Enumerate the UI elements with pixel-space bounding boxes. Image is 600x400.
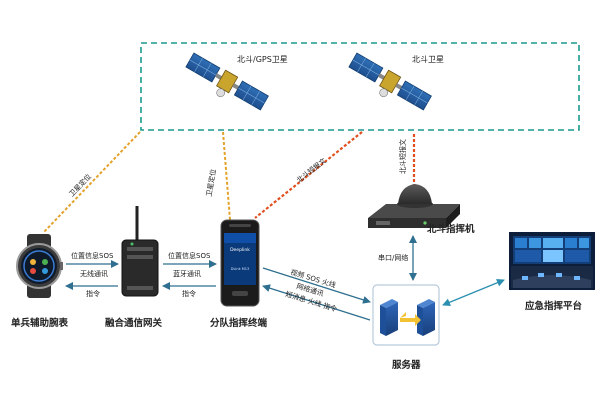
label-terminal: 分队指挥终端: [210, 317, 268, 329]
satellite-zone-box: [140, 42, 580, 131]
label-server: 服务器: [392, 359, 421, 371]
sat-signal-terminal: [222, 131, 231, 221]
arrow-terminal-to-server: [262, 267, 371, 304]
phone-brand: Deeplink: [230, 247, 250, 253]
satellite-label-right: 北斗卫星: [412, 55, 444, 64]
beidou-machine-device: [368, 184, 460, 228]
server-device: [372, 284, 440, 346]
link-label-gw-term-mid: 蓝牙通讯: [173, 269, 201, 278]
gateway-device: [121, 206, 159, 297]
arrow-server-platform: [442, 278, 505, 307]
terminal-device: Deeplink DLink M13: [220, 219, 260, 307]
label-beidou-machine: 北斗指挥机: [427, 223, 475, 235]
satellite-label-left: 北斗/GPS卫星: [237, 55, 288, 64]
link-label-gw-term-bottom: 指令: [182, 289, 196, 298]
link-label-watch-gw-mid: 无线通讯: [80, 269, 108, 278]
label-platform: 应急指挥平台: [525, 300, 583, 312]
arrow-server-to-terminal: [262, 284, 371, 321]
phone-model: DLink M13: [231, 267, 249, 271]
link-label-bd-msg-2: 北斗短报文: [398, 139, 407, 174]
sat-signal-watch: [42, 131, 141, 234]
label-gateway: 融合通信网关: [105, 317, 163, 329]
label-watch: 单兵辅助腕表: [11, 317, 69, 329]
link-label-bd-srv: 串口/网络: [378, 253, 408, 262]
link-label-sat-pos-2: 卫星定位: [204, 168, 218, 197]
command-center-image: [509, 232, 595, 290]
link-label-bd-msg-1: 北斗短报文: [295, 156, 328, 185]
link-label-gw-term-top: 位置信息SOS: [168, 251, 211, 260]
satellite-icon: [185, 52, 269, 111]
beidou-msg-terminal: [254, 131, 363, 219]
link-label-watch-gw-bottom: 指令: [86, 289, 100, 298]
link-label-watch-gw-top: 位置信息SOS: [71, 251, 114, 260]
satellite-icon: [348, 52, 432, 111]
watch-device: [16, 234, 63, 298]
